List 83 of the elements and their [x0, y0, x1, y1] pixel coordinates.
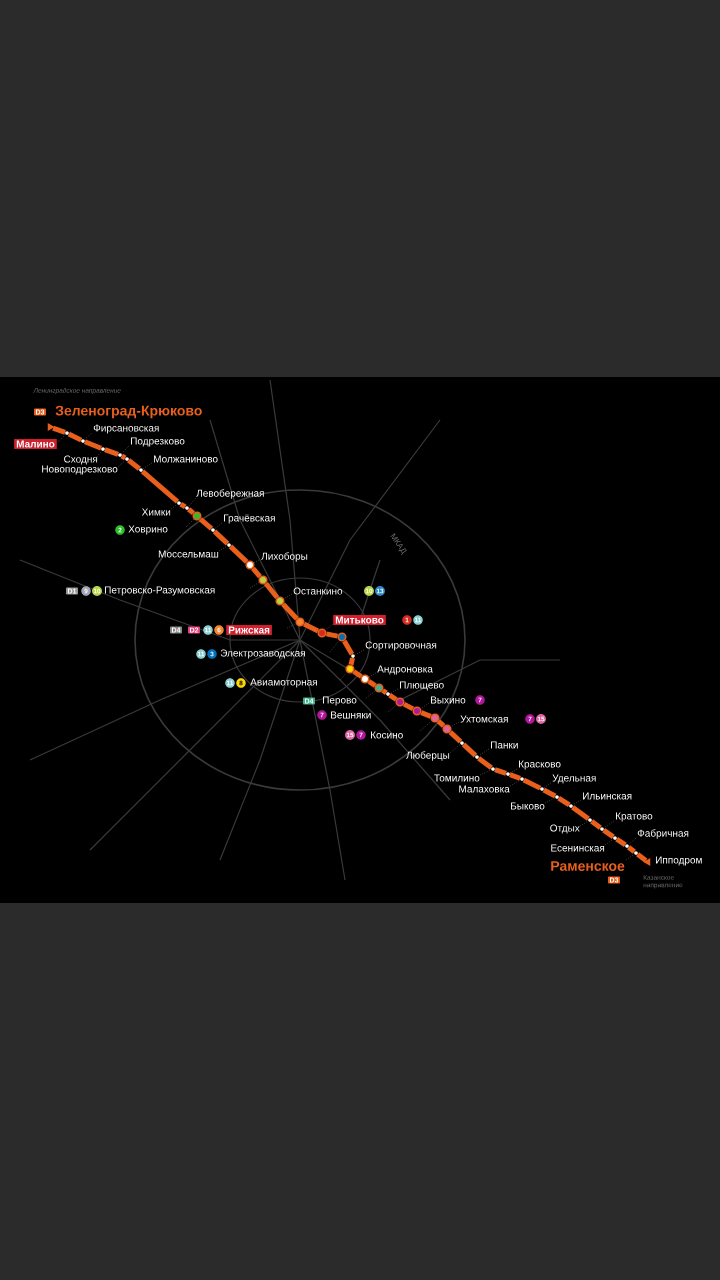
rail-line	[187, 507, 195, 516]
rail-line	[542, 787, 557, 799]
station-name: Вешняки	[331, 711, 371, 719]
station-name: Левобережная	[196, 489, 264, 499]
station-name: Грачёвская	[224, 514, 275, 524]
rail-line	[52, 425, 66, 435]
terminal-name: Раменское	[551, 861, 625, 871]
station-name: Сортировочная	[365, 641, 437, 651]
rail-line	[448, 730, 463, 744]
rail-line	[352, 669, 363, 679]
rail-line	[251, 566, 262, 579]
rail-line	[212, 529, 230, 546]
rail-line	[342, 639, 355, 656]
rail-line	[494, 767, 507, 776]
rail-line	[127, 458, 141, 471]
line-end-marker	[47, 423, 55, 431]
station-name: Удельная	[552, 774, 596, 784]
rail-line	[104, 447, 119, 457]
rail-line	[602, 828, 615, 839]
station-name: Сходня	[64, 455, 98, 465]
station-name: Отдых	[550, 824, 580, 834]
station-name: Ухтомская	[460, 715, 508, 723]
station-name: Электрозаводская	[220, 649, 305, 659]
rail-line	[522, 777, 542, 791]
rail-line	[302, 621, 320, 634]
station-name: Выхино	[431, 696, 466, 704]
station-name: Молжаниново	[154, 455, 218, 463]
station-name: Панки	[491, 741, 518, 749]
station-name: Кратово	[616, 812, 653, 822]
rail-line	[627, 845, 636, 854]
station-name: Рижская	[226, 625, 272, 635]
station-name: Быково	[511, 802, 545, 810]
rail-line	[509, 772, 521, 781]
station-name: Митьково	[333, 615, 386, 625]
rail-line	[636, 852, 648, 863]
station-name: Петровско-Разумовская	[105, 586, 215, 596]
rail-line	[348, 657, 355, 666]
station-name: Красково	[519, 760, 561, 770]
station-name: Перово	[323, 696, 357, 706]
terminal-name: Зеленоград-Крюково	[55, 405, 202, 419]
station-name: Ильинская	[583, 792, 632, 800]
station-name: Останкино	[293, 587, 343, 595]
rail-line	[140, 469, 180, 504]
rail-line	[367, 679, 377, 688]
station-name: Фабричная	[637, 829, 689, 839]
station-name: Лихоборы	[261, 552, 308, 562]
rail-line	[557, 796, 571, 808]
station-name: Есенинская	[551, 844, 605, 852]
station-name: Плющево	[400, 681, 444, 691]
station-name: Фирсановская	[93, 424, 159, 434]
station-name: Люберцы	[406, 751, 450, 761]
rail-line	[571, 805, 590, 821]
rail-line	[120, 453, 127, 461]
rail-line	[461, 742, 478, 758]
line-end-marker	[643, 858, 651, 866]
rail-line	[83, 439, 103, 451]
station-name: Косино	[371, 731, 403, 739]
station-name: Моссельмаш	[158, 550, 219, 558]
rail-line	[381, 688, 388, 695]
rail-line	[281, 602, 299, 621]
station-name: Новоподрезково	[42, 465, 118, 475]
rail-line	[179, 501, 187, 510]
station-name: Томилино	[434, 774, 480, 782]
rail-line	[436, 719, 446, 728]
station-name: Малаховка	[459, 785, 510, 793]
rail-line	[263, 581, 280, 600]
rail-line	[228, 544, 249, 564]
rail-line	[615, 837, 627, 847]
rail-line	[325, 631, 339, 639]
station-name: Малино	[14, 439, 57, 449]
rail-line	[198, 517, 214, 531]
rail-line	[590, 819, 602, 830]
station-name: Подрезково	[131, 437, 185, 447]
station-name: Андроновка	[377, 665, 433, 675]
rail-line	[388, 693, 398, 702]
station-name: Авиамоторная	[250, 678, 317, 688]
rail-line	[402, 701, 415, 712]
station-name: Ховрино	[128, 525, 168, 535]
rail-line	[477, 756, 493, 770]
station-name: Ипподром	[656, 856, 702, 866]
rail-line	[420, 710, 432, 719]
station-name: Химки	[141, 508, 171, 516]
rail-line	[67, 431, 83, 443]
